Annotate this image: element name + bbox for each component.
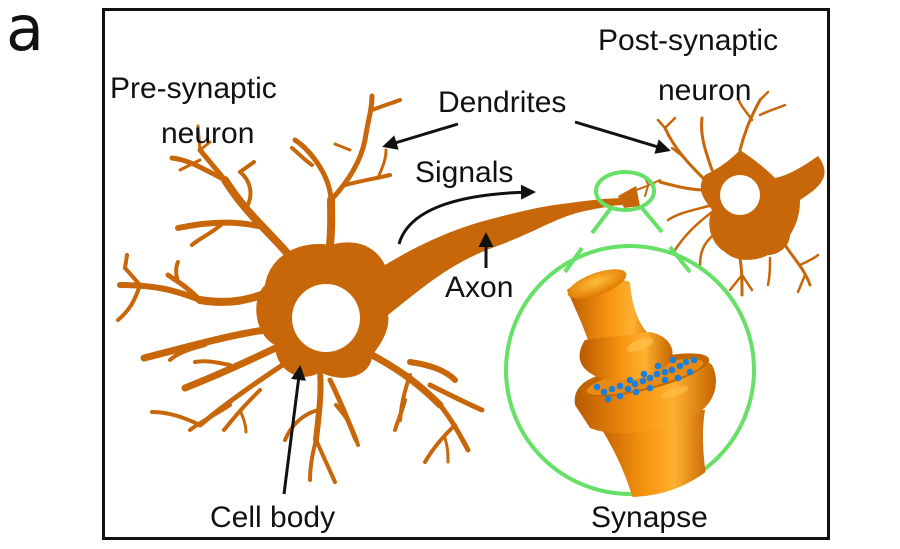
neurotransmitter-dot (676, 362, 684, 370)
dendrites-arrow-left (382, 122, 459, 150)
pre-synaptic-neuron (116, 93, 640, 484)
neurotransmitter-dot (653, 370, 661, 378)
neurotransmitter-dot (686, 368, 694, 376)
label-signals: Signals (415, 156, 513, 189)
synapse-magnified-circle (504, 244, 756, 496)
zoom-guide-left-upper (590, 206, 613, 235)
neurotransmitter-dot (616, 382, 624, 390)
neurotransmitter-dot (616, 392, 624, 400)
pre-synaptic-nucleus (292, 284, 360, 352)
neurotransmitter-dot (690, 356, 698, 364)
zoom-guide-right-upper (640, 206, 664, 234)
neurotransmitter-dot (661, 368, 669, 376)
cell-body-arrow (282, 365, 306, 495)
neurotransmitter-dot (608, 385, 616, 393)
panel-letter: a (6, 0, 44, 65)
neurotransmitter-dot (669, 356, 677, 364)
label-pre-synaptic-line1: Pre-synaptic (110, 72, 277, 105)
neurotransmitter-dot (600, 388, 608, 396)
neurotransmitter-dot (624, 385, 632, 393)
figure-frame (102, 8, 830, 540)
neurotransmitter-dot (593, 383, 601, 391)
neurotransmitter-dot (626, 376, 634, 384)
neurotransmitters (593, 356, 698, 403)
label-post-synaptic-line1: Post-synaptic (598, 24, 778, 57)
neurotransmitter-dot (646, 384, 654, 392)
zoom-guide-right-lower (668, 245, 692, 274)
neurotransmitter-dot (654, 362, 662, 370)
neurotransmitter-dot (682, 358, 690, 366)
label-cell-body: Cell body (210, 501, 335, 534)
neurotransmitter-dot (674, 374, 682, 382)
label-dendrites: Dendrites (438, 86, 566, 119)
pre-dendrites (116, 93, 485, 484)
post-dendrites (635, 90, 820, 297)
post-synaptic-soma (700, 150, 825, 260)
axon-terminal (618, 186, 640, 208)
neurotransmitter-dot (639, 377, 647, 385)
neurotransmitter-dot (604, 395, 612, 403)
neurotransmitter-dot (646, 374, 654, 382)
annotation-arrows (282, 120, 671, 495)
synapse-3d-illustration (567, 269, 716, 497)
signals-arrow (397, 184, 536, 245)
post-synaptic-neuron (635, 90, 825, 297)
dendrites-arrow-right (574, 120, 671, 154)
label-post-synaptic-line2: neuron (658, 74, 751, 107)
neurotransmitter-dot (631, 380, 639, 388)
label-axon: Axon (445, 271, 513, 304)
label-pre-synaptic-line2: neuron (161, 117, 254, 150)
synapse-zoom-indicator (504, 170, 756, 496)
label-synapse: Synapse (591, 501, 708, 534)
synapse-highlight-ellipse (594, 170, 656, 212)
neurotransmitter-dot (661, 376, 669, 384)
post-synaptic-nucleus (720, 175, 760, 215)
neurotransmitter-dot (640, 370, 648, 378)
labels: Pre-synaptic neuron Post-synaptic neuron… (110, 24, 778, 534)
neurotransmitter-dot (668, 366, 676, 374)
neurotransmitter-dot (632, 388, 640, 396)
